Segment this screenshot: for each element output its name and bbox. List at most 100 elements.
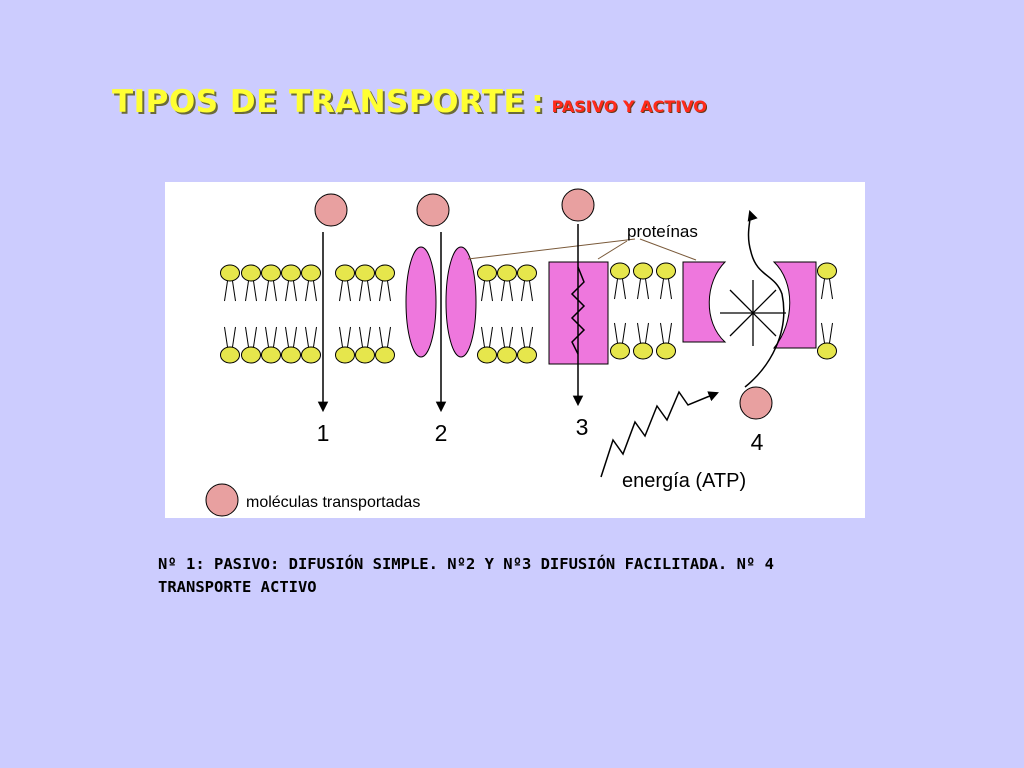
- lipid-head: [817, 262, 837, 280]
- lipid-tail: [489, 326, 493, 348]
- molecule-2: [416, 193, 450, 227]
- lipid-head: [517, 264, 537, 282]
- lipid-tail: [285, 326, 289, 348]
- lipid-tail: [622, 278, 626, 300]
- lipid-head: [610, 342, 630, 360]
- lipid-tail: [660, 322, 664, 344]
- pump-rotor: [720, 280, 786, 346]
- lipid-tail: [387, 280, 391, 302]
- lipid-tail: [359, 326, 363, 348]
- lipid-tail: [367, 326, 371, 348]
- lipid-head: [241, 264, 261, 282]
- lipid-tail: [293, 326, 297, 348]
- lipid-tail: [245, 280, 249, 302]
- title-main: TIPOS DE TRANSPORTE: [112, 84, 526, 120]
- lipid-tail: [339, 326, 343, 348]
- lipid-head: [281, 264, 301, 282]
- lipid-tail: [305, 280, 309, 302]
- lipid-tail: [637, 322, 641, 344]
- lipid-tail: [614, 278, 618, 300]
- lipid-tail: [509, 326, 513, 348]
- lipid-tail: [265, 280, 269, 302]
- lipid-head: [335, 346, 355, 364]
- lipid-head: [335, 264, 355, 282]
- lipid-tail: [273, 326, 277, 348]
- lipid-head: [656, 342, 676, 360]
- lipid-tail: [293, 280, 297, 302]
- label-2: 2: [435, 420, 448, 446]
- legend-molecule-icon: [205, 483, 239, 517]
- lipid-tail: [821, 278, 825, 300]
- lipid-head: [633, 262, 653, 280]
- proteins-label: proteínas: [627, 222, 698, 241]
- lipid-head: [355, 346, 375, 364]
- lipid-tail: [668, 278, 672, 300]
- pump-protein-right: [772, 261, 817, 349]
- lipid-tail: [645, 278, 649, 300]
- pump-protein-left: [682, 261, 727, 343]
- lipid-head: [241, 346, 261, 364]
- lipid-head: [817, 342, 837, 360]
- molecule-4: [739, 386, 773, 420]
- lipid-tail: [509, 280, 513, 302]
- lipid-tail: [224, 280, 228, 302]
- lipid-head: [261, 264, 281, 282]
- arrow-4-pump-path: [744, 210, 785, 388]
- lipid-tail: [829, 322, 833, 344]
- lipid-tail: [232, 280, 236, 302]
- lipid-tail: [367, 280, 371, 302]
- lipid-head: [517, 346, 537, 364]
- lipid-tail: [387, 326, 391, 348]
- lipid-tail: [668, 322, 672, 344]
- lipid-tail: [529, 326, 533, 348]
- lipid-tail: [273, 280, 277, 302]
- lipid-tail: [253, 326, 257, 348]
- lipid-head: [477, 346, 497, 364]
- lipid-tail: [285, 280, 289, 302]
- lipid-tail: [305, 326, 309, 348]
- channel-protein-right: [445, 246, 477, 358]
- lipid-bilayer: [220, 262, 837, 364]
- lipid-head: [633, 342, 653, 360]
- molecule-3: [561, 188, 595, 222]
- lipid-tail: [660, 278, 664, 300]
- lipid-tail: [521, 280, 525, 302]
- lipid-tail: [501, 326, 505, 348]
- lipid-head: [656, 262, 676, 280]
- lipid-tail: [489, 280, 493, 302]
- legend-label: moléculas transportadas: [246, 494, 420, 511]
- slide-title: TIPOS DE TRANSPORTE: PASIVO Y ACTIVO: [112, 84, 707, 120]
- lipid-head: [220, 264, 240, 282]
- lipid-head: [477, 264, 497, 282]
- lipid-head: [301, 346, 321, 364]
- label-3: 3: [576, 414, 589, 440]
- lipid-head: [281, 346, 301, 364]
- label-1: 1: [317, 420, 330, 446]
- lipid-tail: [253, 280, 257, 302]
- title-separator: :: [531, 84, 544, 120]
- lipid-head: [355, 264, 375, 282]
- membrane-transport-diagram: proteínas 1 2 3 4 energía (ATP) molécula…: [165, 182, 865, 518]
- energy-zigzag-arrow: [600, 390, 719, 478]
- lipid-tail: [347, 280, 351, 302]
- lipid-tail: [265, 326, 269, 348]
- lipid-head: [610, 262, 630, 280]
- lipid-head: [220, 346, 240, 364]
- lipid-tail: [245, 326, 249, 348]
- lipid-head: [497, 264, 517, 282]
- molecule-1: [314, 193, 348, 227]
- lipid-tail: [645, 322, 649, 344]
- lipid-tail: [379, 280, 383, 302]
- label-4: 4: [751, 429, 764, 455]
- lipid-tail: [637, 278, 641, 300]
- lipid-head: [497, 346, 517, 364]
- lipid-tail: [339, 280, 343, 302]
- lipid-tail: [232, 326, 236, 348]
- lipid-tail: [501, 280, 505, 302]
- proteins-pointer-lines: [467, 238, 697, 261]
- lipid-tail: [521, 326, 525, 348]
- title-subtitle: PASIVO Y ACTIVO: [551, 97, 707, 116]
- lipid-head: [301, 264, 321, 282]
- caption-text: Nº 1: PASIVO: DIFUSIÓN SIMPLE. Nº2 Y Nº3…: [158, 555, 774, 596]
- lipid-tail: [481, 280, 485, 302]
